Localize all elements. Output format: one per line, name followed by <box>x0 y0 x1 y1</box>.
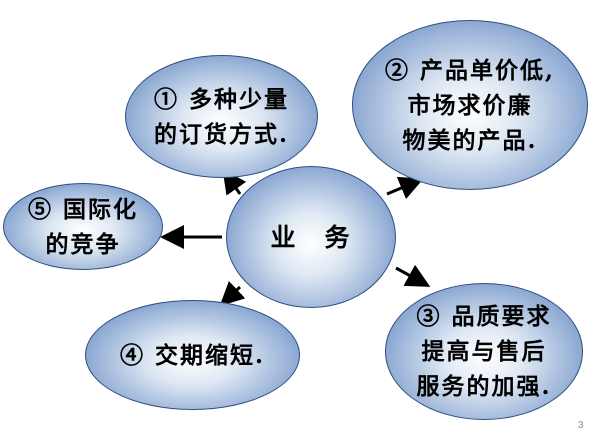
arrow-to-node-4 <box>219 280 246 307</box>
node-3-line-1: ③ 品质要求 <box>416 303 552 330</box>
arrow-to-node-3 <box>395 264 431 287</box>
node-4-line-1: ④ 交期缩短. <box>119 341 265 369</box>
node-1-line-1: ① 多种少量 <box>153 85 289 113</box>
node-2-line-1: ② 产品单价低, <box>384 56 555 84</box>
center-label: 业 务 <box>270 222 352 252</box>
arrow-to-node-2 <box>386 176 424 200</box>
node-1: ① 多种少量的订货方式. <box>125 55 318 178</box>
node-1-line-2: 的订货方式. <box>153 120 289 148</box>
node-3-line-3: 服务的加强. <box>416 373 552 400</box>
node-5: ⑤ 国际化的竞争 <box>3 183 163 270</box>
node-2-line-3: 物美的产品. <box>402 126 538 154</box>
node-2-line-2: 市场求价廉 <box>407 91 533 119</box>
node-3: ③ 品质要求提高与售后服务的加强. <box>385 283 583 420</box>
node-2: ② 产品单价低, 市场求价廉物美的产品. <box>352 20 588 190</box>
page-number: 3 <box>578 420 584 431</box>
node-3-line-2: 提高与售后 <box>421 338 547 365</box>
node-4: ④ 交期缩短. <box>85 300 300 410</box>
node-5-line-2: 的竞争 <box>45 230 121 258</box>
center-node: 业 务 <box>226 166 396 308</box>
node-5-line-1: ⑤ 国际化 <box>27 195 138 223</box>
